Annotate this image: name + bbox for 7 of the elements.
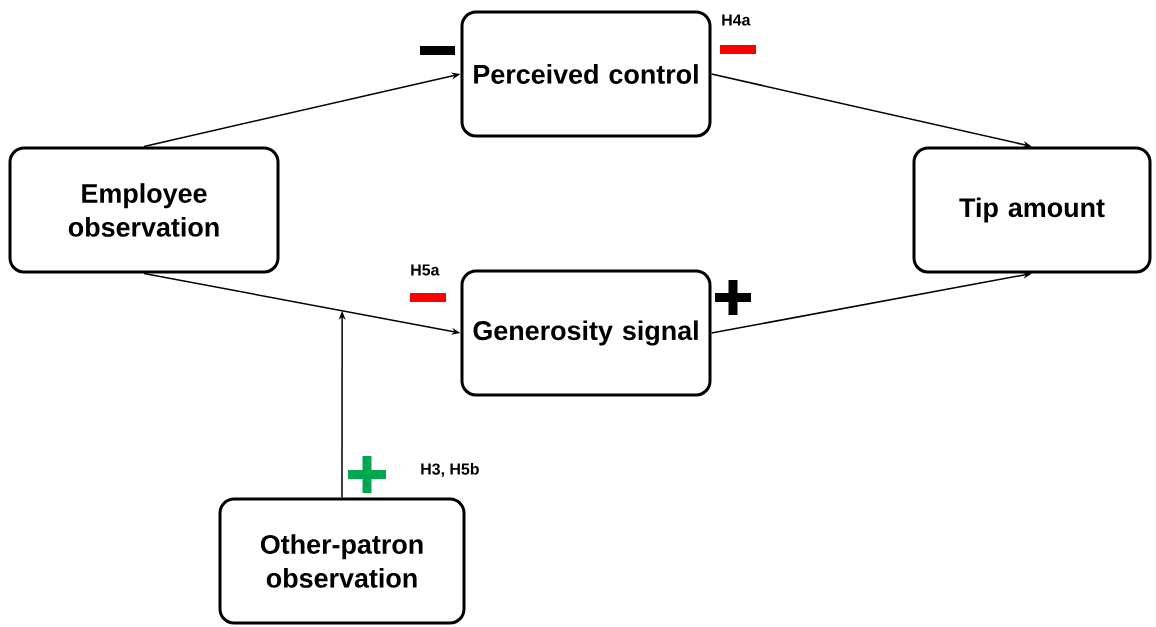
process-box: Perceived control <box>460 10 712 138</box>
process-box: Generosity signal <box>460 269 712 397</box>
process-box: Tip amount <box>912 146 1152 274</box>
hypothesis-label: H5a <box>411 264 440 276</box>
process-box: Employee observation <box>8 146 280 274</box>
process-box: Other-patron observation <box>218 497 466 625</box>
hypothesis-label: H3, H5b <box>421 463 479 477</box>
